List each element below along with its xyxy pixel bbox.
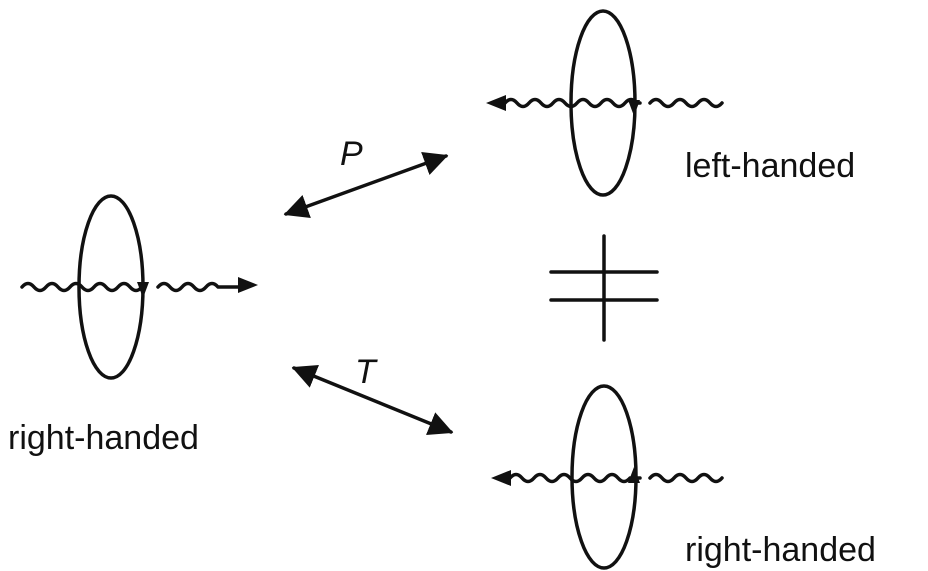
- parity-operator-label: P: [340, 135, 363, 173]
- parity-double-arrow: [283, 151, 449, 219]
- bottom-wave-in: [508, 472, 642, 484]
- top-wave-out: [648, 97, 724, 109]
- time-double-arrow: [291, 364, 454, 436]
- top-right-state-label: left-handed: [685, 147, 855, 185]
- bottom-ring-arrow: [628, 467, 640, 483]
- left-wave-in: [20, 281, 144, 293]
- left-ring: [77, 194, 145, 380]
- bottom-wave-arrowhead: [491, 470, 511, 486]
- time-operator-label: T: [355, 353, 378, 391]
- bottom-right-state-label: right-handed: [685, 531, 876, 569]
- top-ring-arrow: [628, 100, 640, 116]
- left-wave-out: [156, 281, 242, 293]
- left-ring-arrow: [137, 282, 149, 298]
- top-right-ring-group: [486, 9, 724, 197]
- bottom-right-ring-group: [491, 384, 724, 570]
- left-state-label: right-handed: [8, 419, 199, 457]
- bottom-wave-out: [648, 472, 724, 484]
- left-wave-arrowhead: [238, 277, 258, 293]
- not-equal-sign: [549, 234, 659, 342]
- top-wave-arrowhead: [486, 95, 506, 111]
- left-ring-group: [20, 194, 258, 380]
